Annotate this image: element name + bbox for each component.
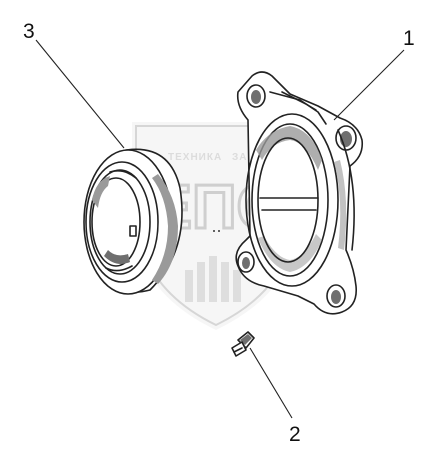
flange-housing-part-1	[235, 71, 364, 315]
callout-number-3: 3	[23, 20, 35, 43]
callout-number-1: 1	[403, 27, 415, 50]
grease-nipple-part-2	[231, 331, 255, 357]
callout-number-2: 2	[289, 423, 301, 446]
leader-line-2	[249, 347, 293, 419]
watermark-text-left: ТЕХНИКА	[168, 152, 222, 163]
leader-line-1	[333, 49, 405, 121]
leader-line-3	[35, 39, 125, 149]
bearing-ring-part-3	[83, 148, 220, 295]
